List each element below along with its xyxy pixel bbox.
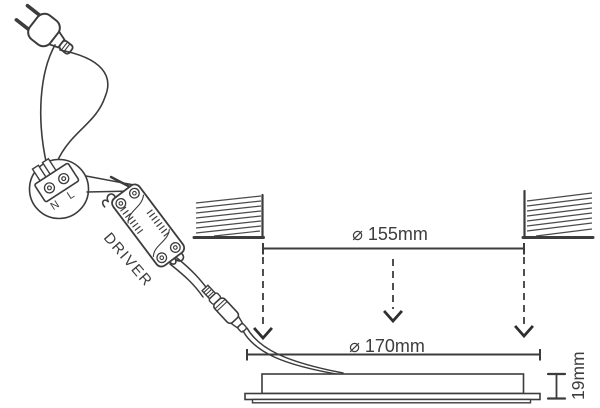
terminal-screw-n xyxy=(43,182,56,194)
ceiling-section-left xyxy=(192,193,265,240)
panel-diameter-label: ⌀ 170mm xyxy=(349,336,425,356)
panel-dimension: ⌀ 170mm xyxy=(246,336,541,361)
cutout-diameter-label: ⌀ 155mm xyxy=(352,224,428,244)
panel-height-label: 19mm xyxy=(568,351,588,400)
power-cord xyxy=(39,44,109,167)
power-plug-icon xyxy=(14,3,74,55)
led-panel xyxy=(244,373,541,404)
ceiling-section-right xyxy=(521,189,595,240)
insertion-arrow-left xyxy=(253,257,273,341)
panel-flange xyxy=(244,392,541,401)
driver-box xyxy=(101,183,186,268)
terminal-block: N L xyxy=(31,157,80,213)
insertion-arrow-right xyxy=(514,257,534,339)
insertion-arrow-middle xyxy=(383,259,403,324)
panel-body xyxy=(261,373,525,395)
cutout-dimension: ⌀ 155mm xyxy=(262,224,525,255)
panel-cable xyxy=(242,327,344,376)
output-connector xyxy=(201,284,247,333)
terminal-label-l: L xyxy=(65,189,77,202)
junction-detail-circle: N L xyxy=(28,157,90,220)
terminal-screw-l xyxy=(58,172,70,185)
driver-vent-slots xyxy=(120,206,170,237)
driver-screws xyxy=(115,187,181,264)
panel-diffuser xyxy=(251,398,532,404)
height-dimension: 19mm xyxy=(546,351,588,400)
